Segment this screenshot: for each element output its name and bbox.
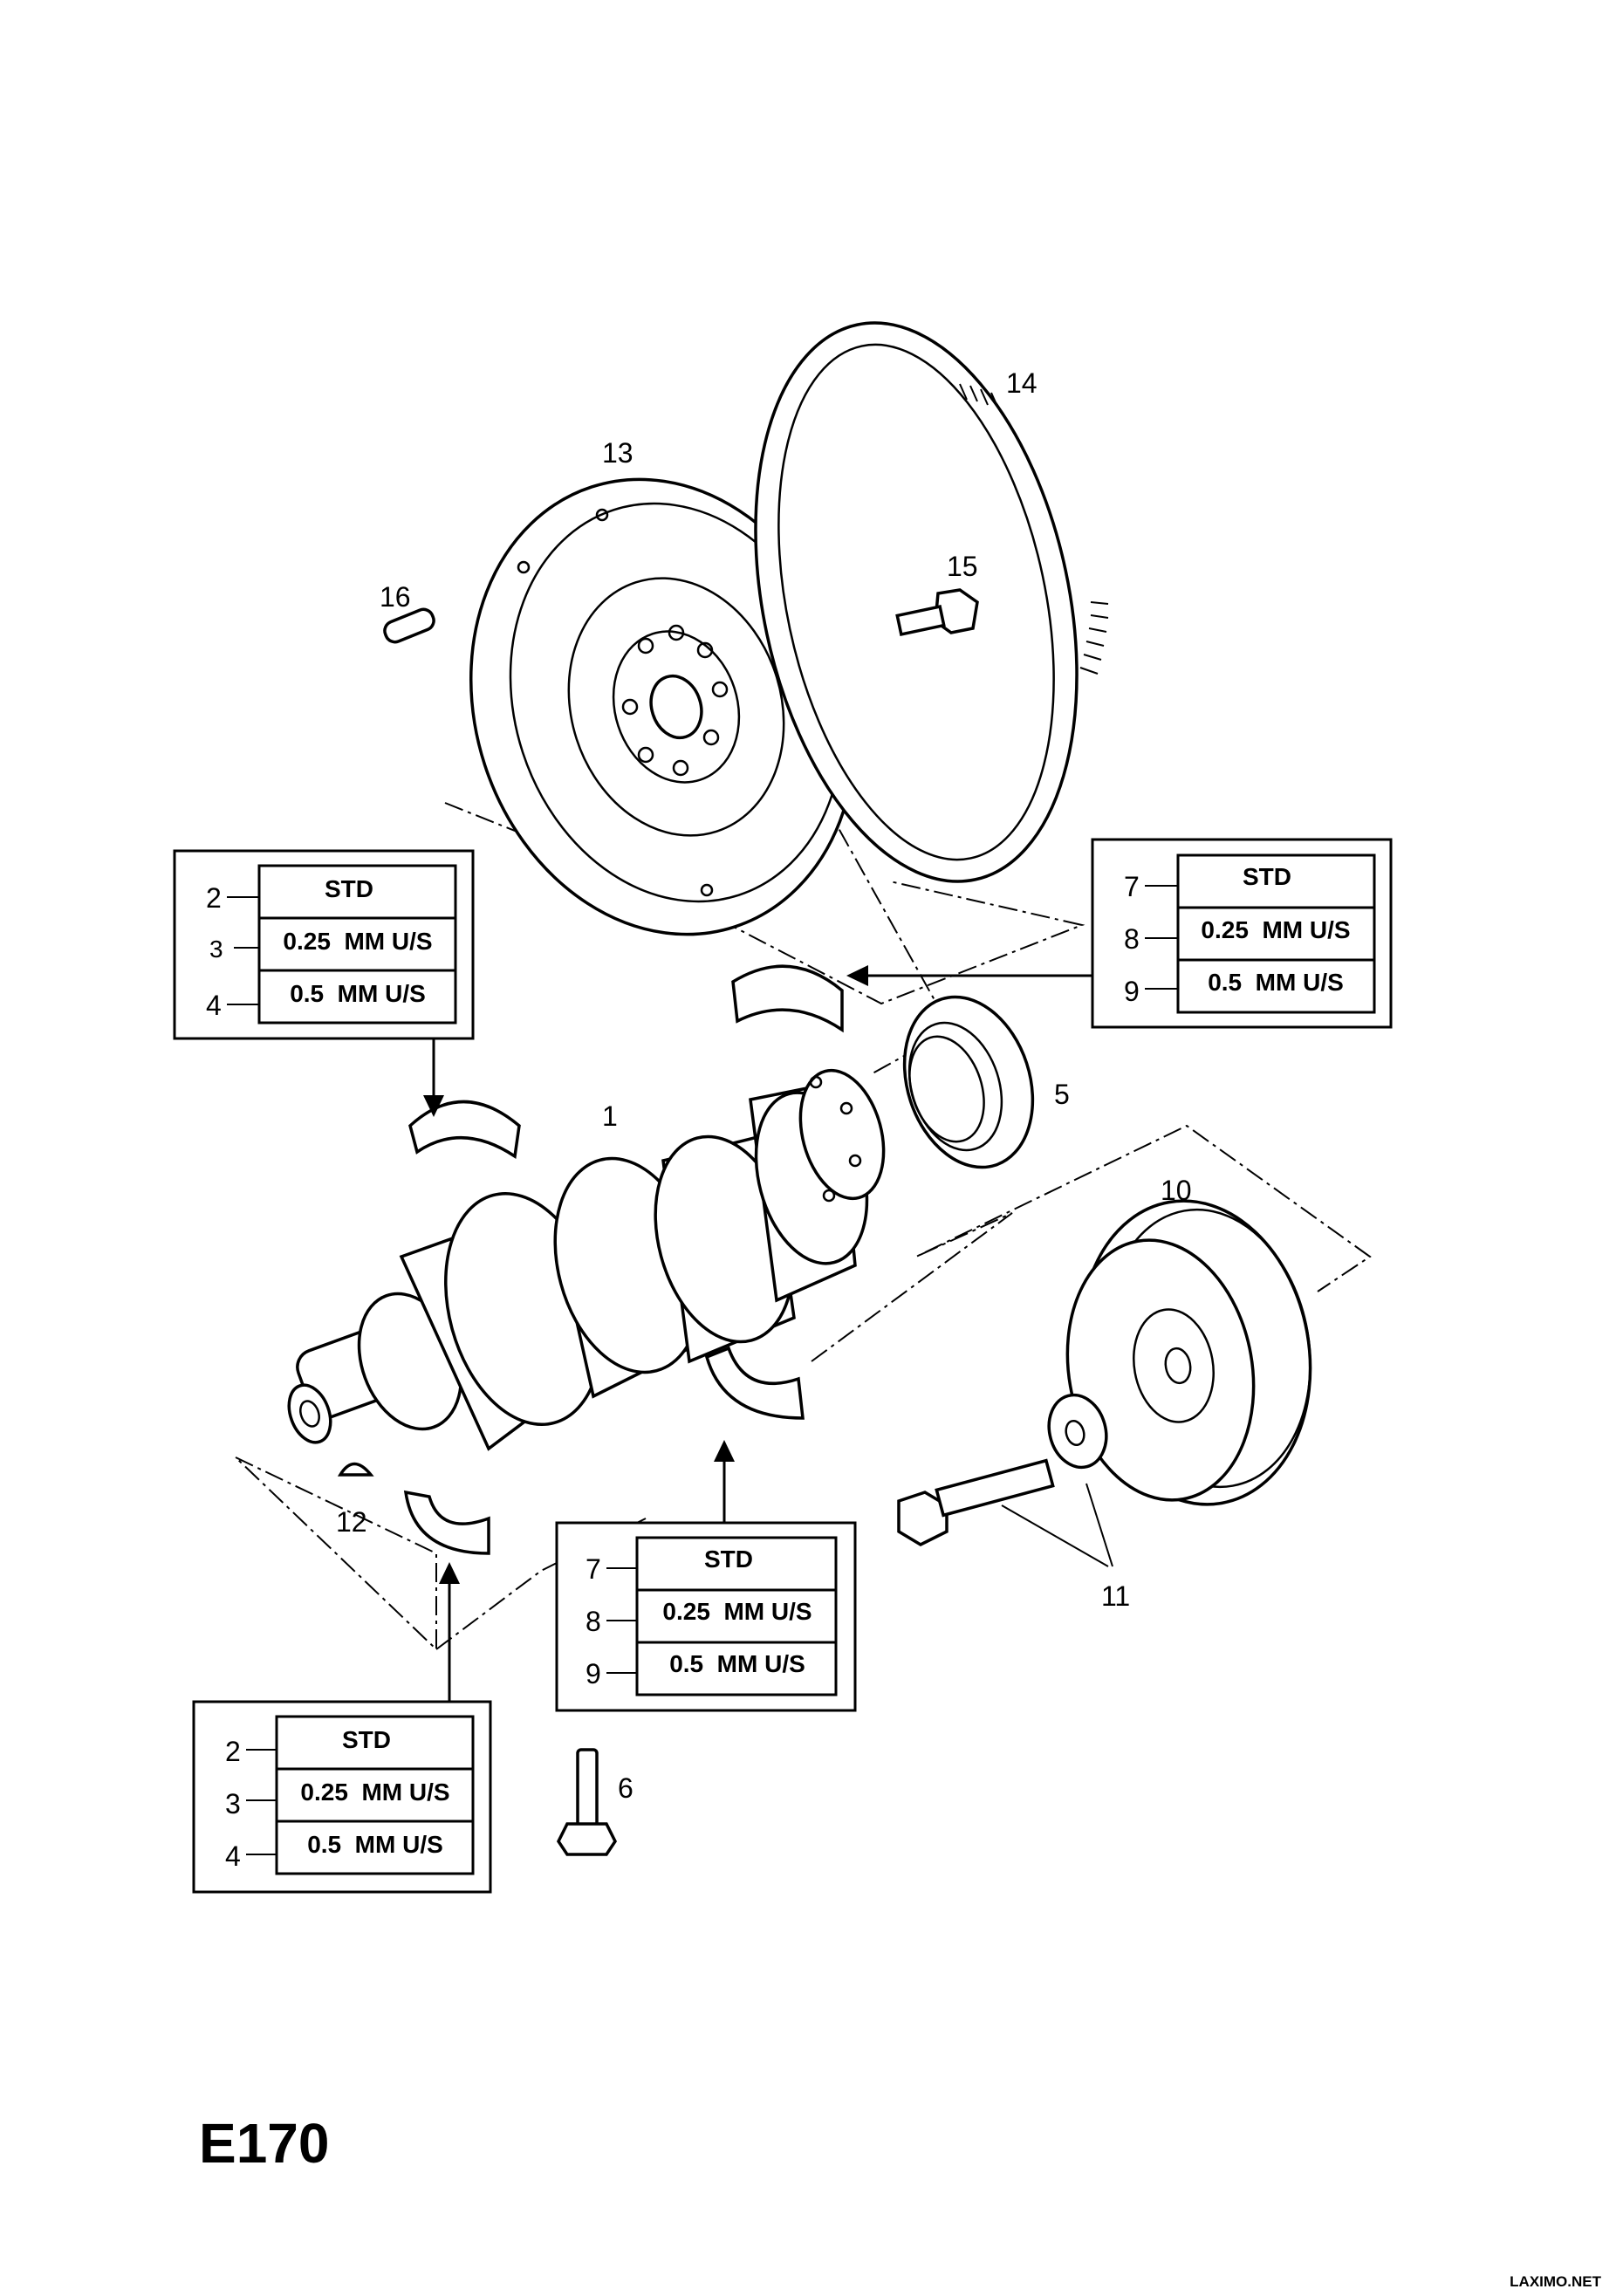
table-ref: 3 [209, 936, 223, 963]
woodruff-key[interactable] [337, 1462, 374, 1477]
table-label: 0.5 MM U/S [1208, 969, 1344, 996]
table-ref: 4 [225, 1840, 241, 1872]
thrust-bearing-lower[interactable] [704, 1346, 805, 1420]
crankshaft-flange-holes [809, 1075, 862, 1203]
table-label: 0.25 MM U/S [1201, 916, 1350, 943]
crankshaft-pulley[interactable] [1048, 1182, 1334, 1523]
pulley-bolt[interactable] [897, 1458, 1055, 1546]
table-ref: 2 [225, 1736, 241, 1767]
table-label: STD [1243, 863, 1291, 890]
table-label: STD [325, 875, 373, 902]
flywheel-bolt-holes [517, 508, 729, 897]
crankshaft[interactable] [282, 1061, 897, 1451]
table-ref: 9 [1124, 976, 1140, 1007]
callout-1: 1 [602, 1100, 618, 1132]
bearing-shell-upper-left[interactable] [408, 1100, 521, 1159]
table-label: STD [342, 1726, 391, 1753]
flywheel-bolt[interactable] [895, 588, 979, 637]
table-label: 0.5 MM U/S [307, 1831, 443, 1858]
callout-14: 14 [1006, 367, 1037, 399]
callout-10: 10 [1161, 1175, 1192, 1206]
table-ref: 8 [1124, 923, 1140, 955]
bearing-table-main-left: 2 3 4 STD 0.25 MM U/S 0.5 MM U/S [173, 849, 475, 1040]
table-ref: 8 [586, 1606, 601, 1637]
table-label: 0.5 MM U/S [669, 1650, 805, 1677]
table-label: 0.25 MM U/S [662, 1598, 812, 1625]
pulley-washer[interactable] [1041, 1388, 1114, 1474]
callout-11: 11 [1101, 1580, 1130, 1612]
ring-gear-teeth [959, 383, 1109, 675]
table-label: 0.25 MM U/S [283, 928, 432, 955]
bearing-table-thrust-center: 7 8 9 STD 0.25 MM U/S 0.5 MM U/S [555, 1521, 857, 1712]
table-ref: 4 [206, 990, 222, 1021]
leader-lines [423, 965, 1113, 1702]
ring-gear[interactable] [708, 293, 1124, 912]
callout-13: 13 [602, 437, 633, 469]
main-bearing-bolt[interactable] [556, 1748, 618, 1856]
table-ref: 3 [225, 1788, 241, 1820]
source-credit: LAXIMO.NET [1510, 2273, 1601, 2290]
table-ref: 7 [1124, 871, 1140, 902]
table-ref: 9 [586, 1658, 601, 1689]
table-label: 0.5 MM U/S [290, 980, 426, 1007]
rear-oil-seal[interactable] [884, 980, 1054, 1183]
callout-15: 15 [947, 551, 978, 582]
callout-16: 16 [380, 581, 411, 613]
part-callouts: 1 5 6 10 11 12 13 14 15 16 [336, 367, 1192, 1804]
table-label: STD [704, 1546, 753, 1573]
thrust-bearing-upper[interactable] [731, 964, 844, 1033]
table-label: 0.25 MM U/S [300, 1779, 449, 1806]
table-ref: 7 [586, 1553, 601, 1585]
callout-6: 6 [618, 1772, 633, 1804]
bearing-shell-lower-left[interactable] [403, 1490, 490, 1555]
callout-12: 12 [336, 1506, 367, 1538]
dowel-pin[interactable] [382, 607, 437, 645]
diagram-id: E170 [199, 2112, 329, 2175]
bearing-table-main-bottom: 2 3 4 STD 0.25 MM U/S 0.5 MM U/S [192, 1700, 492, 1894]
callout-5: 5 [1054, 1079, 1070, 1110]
bearing-table-thrust-right: 7 8 9 STD 0.25 MM U/S 0.5 MM U/S [1091, 838, 1393, 1029]
table-ref: 2 [206, 882, 222, 914]
